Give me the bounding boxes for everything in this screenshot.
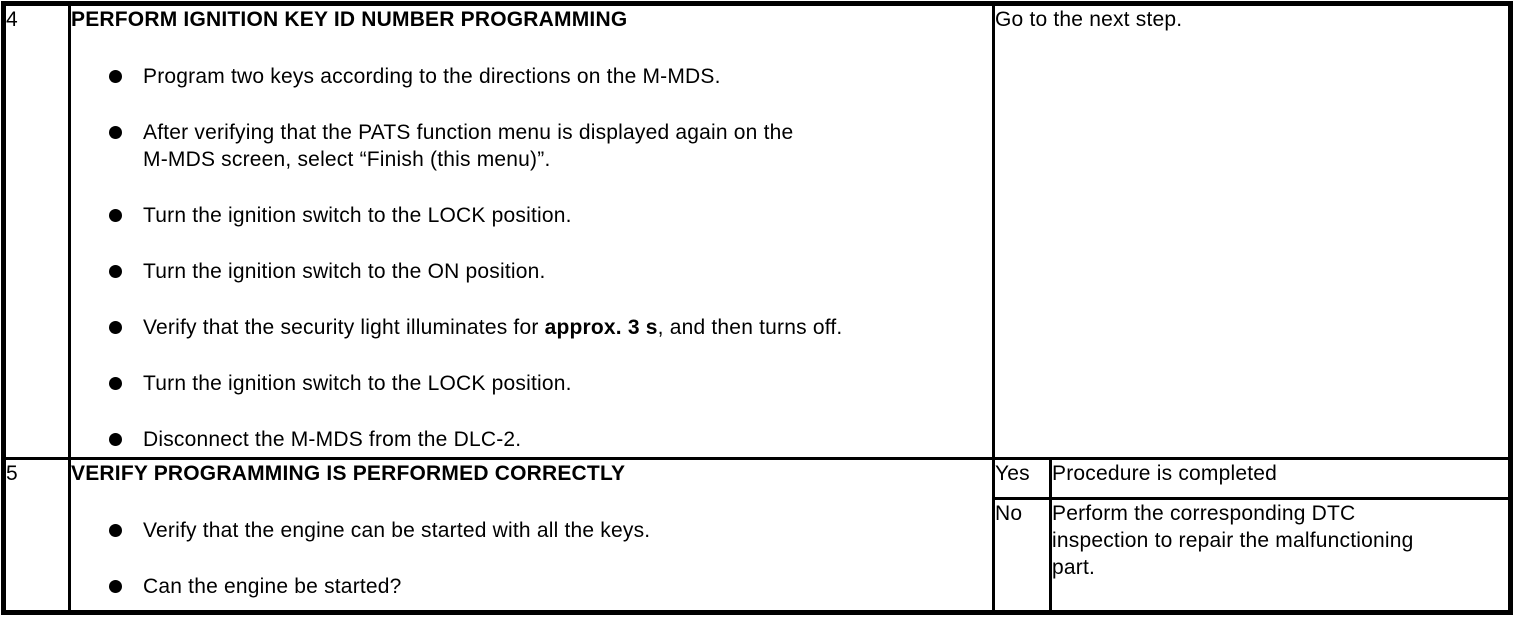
bullet-icon [109, 265, 122, 278]
bullet-item: Verify that the engine can be started wi… [109, 517, 991, 544]
bullet-item: Turn the ignition switch to the LOCK pos… [109, 202, 991, 229]
procedure-title: PERFORM IGNITION KEY ID NUMBER PROGRAMMI… [71, 8, 628, 31]
procedure-title: VERIFY PROGRAMMING IS PERFORMED CORRECTL… [71, 462, 626, 485]
bullet-icon [109, 524, 122, 537]
instruction-cell: PERFORM IGNITION KEY ID NUMBER PROGRAMMI… [68, 2, 995, 460]
bullet-item: Turn the ignition switch to the LOCK pos… [109, 370, 991, 397]
bullet-icon [109, 126, 122, 139]
bullet-text: Program two keys according to the direct… [143, 65, 721, 88]
bullet-list: Verify that the engine can be started wi… [73, 517, 991, 600]
action-cell: Go to the next step. [992, 2, 1512, 460]
bullet-text: Disconnect the M-MDS from the DLC-2. [143, 428, 522, 451]
bullet-icon [109, 70, 122, 83]
bullet-icon [109, 433, 122, 446]
bullet-icon [109, 209, 122, 222]
bullet-text: Turn the ignition switch to the LOCK pos… [143, 204, 572, 227]
table-row-step-5-no: No Perform the corresponding DTC inspect… [4, 497, 1512, 614]
yes-label: Yes [992, 457, 1052, 500]
bullet-item: Turn the ignition switch to the ON posit… [109, 258, 991, 285]
bullet-item: Program two keys according to the direct… [109, 63, 991, 90]
bullet-text-pre: Verify that the security light illuminat… [143, 316, 545, 339]
table-row-step-5-yes: 5 VERIFY PROGRAMMING IS PERFORMED CORREC… [2, 457, 1512, 614]
bullet-list: Program two keys according to the direct… [73, 63, 991, 453]
bullet-text: After verifying that the PATS function m… [143, 121, 794, 171]
bullet-text: Turn the ignition switch to the ON posit… [143, 260, 546, 283]
bullet-item: Can the engine be started? [109, 573, 991, 600]
bullet-text: Verify that the security light illuminat… [143, 314, 991, 341]
bullet-icon [109, 321, 122, 334]
bullet-icon [109, 580, 122, 593]
bullet-text: Verify that the engine can be started wi… [143, 519, 651, 542]
bullet-text-post: , and then turns off. [657, 316, 843, 339]
step-number: 4 [2, 2, 71, 460]
yes-action-cell: Procedure is completed [1049, 457, 1512, 500]
bullet-text: Turn the ignition switch to the LOCK pos… [143, 372, 572, 395]
bullet-item: Disconnect the M-MDS from the DLC-2. [109, 426, 991, 453]
table-row-step-4: 4 PERFORM IGNITION KEY ID NUMBER PROGRAM… [2, 2, 1512, 460]
instruction-cell: VERIFY PROGRAMMING IS PERFORMED CORRECTL… [68, 457, 995, 614]
no-action-cell: Perform the corresponding DTC inspection… [1049, 497, 1512, 614]
bullet-text-bold: approx. 3 s [544, 316, 658, 339]
bullet-item: After verifying that the PATS function m… [109, 119, 991, 173]
bullet-icon [109, 377, 122, 390]
step-number: 5 [2, 457, 71, 614]
no-label: No [992, 497, 1052, 614]
bullet-item: Verify that the security light illuminat… [109, 314, 991, 341]
bullet-text: Can the engine be started? [143, 575, 402, 598]
